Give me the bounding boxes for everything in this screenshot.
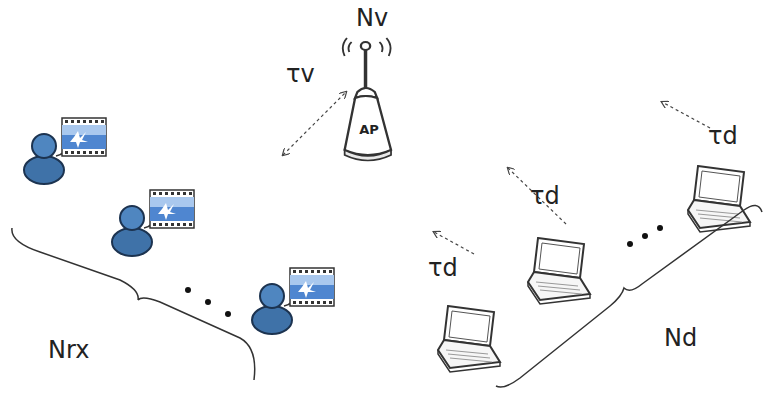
delay-label: τd <box>428 256 458 280</box>
node-text: AP <box>340 122 398 137</box>
count-label: Nd <box>664 326 697 350</box>
delay-label: τd <box>530 184 560 208</box>
count-label: Nv <box>356 6 388 30</box>
count-label: Nrx <box>48 338 89 362</box>
access-point: AP <box>340 34 398 162</box>
delay-label: τv <box>286 62 315 86</box>
delay-label: τd <box>708 124 738 148</box>
access-point-shape <box>340 34 398 162</box>
